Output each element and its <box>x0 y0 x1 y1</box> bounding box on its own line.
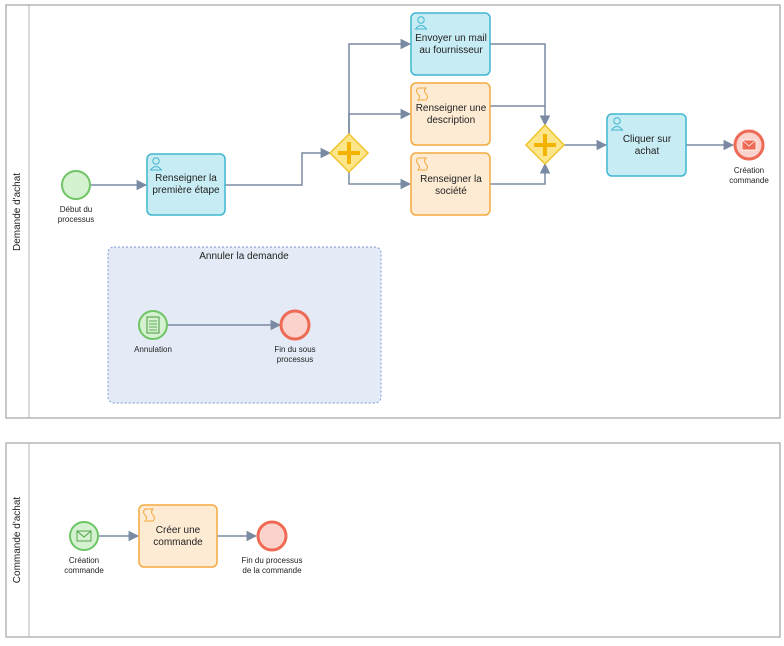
task-label-1: Envoyer un mail <box>415 33 487 44</box>
document-icon <box>146 316 160 334</box>
parallel-gateway-join[interactable] <box>524 123 566 166</box>
start-event-label-1: Début du <box>60 205 92 214</box>
task-label-1: Renseigner la <box>420 174 482 185</box>
task-label-1: Renseigner une <box>416 103 487 114</box>
task-renseigner-premiere-etape[interactable]: Renseigner la première étape <box>146 153 226 216</box>
script-task-icon <box>143 508 155 522</box>
flow-societe-to-join <box>490 162 551 185</box>
envelope-icon <box>76 530 92 542</box>
subprocess-end-label-2: processus <box>277 355 313 364</box>
pool-label-commande-achat: Commande d'achat <box>12 497 23 584</box>
task-label-2: achat <box>635 146 660 157</box>
script-task-icon <box>416 87 428 101</box>
start-event-label-2: commande <box>64 566 104 575</box>
task-renseigner-societe[interactable]: Renseigner la société <box>410 152 491 216</box>
user-task-icon <box>414 16 428 30</box>
end-event-label-2: de la commande <box>242 566 302 575</box>
subprocess-title: Annuler la demande <box>199 251 289 262</box>
subprocess-start-label: Annulation <box>134 345 172 354</box>
task-label-1: Créer une <box>156 525 201 536</box>
task-label-2: société <box>435 186 467 197</box>
task-creer-commande[interactable]: Créer une commande <box>138 504 218 568</box>
task-label-2: commande <box>153 537 203 548</box>
end-event-label-1: Création <box>734 166 764 175</box>
subprocess-start-annulation[interactable]: Annulation <box>134 310 172 354</box>
script-task-icon <box>416 157 428 171</box>
start-event-debut[interactable]: Début du processus <box>58 170 94 224</box>
task-label-1: Renseigner la <box>155 173 217 184</box>
plus-icon <box>338 142 360 164</box>
plus-icon <box>534 134 556 156</box>
flow-gateway-to-description <box>348 108 412 134</box>
task-label-2: première étape <box>152 185 220 196</box>
task-envoyer-mail[interactable]: Envoyer un mail au fournisseur <box>410 12 491 76</box>
user-task-icon <box>610 117 624 131</box>
flow-first-task-to-gateway <box>225 147 332 186</box>
end-event-creation-commande[interactable]: Création commande <box>729 129 769 185</box>
end-event-fin-processus-commande[interactable]: Fin du processus de la commande <box>242 520 303 575</box>
start-event-creation-commande[interactable]: Création commande <box>64 521 104 575</box>
start-event-label-1: Création <box>69 556 99 565</box>
subprocess-end-label-1: Fin du sous <box>274 345 315 354</box>
sequence-flows-top <box>91 38 735 331</box>
task-renseigner-description[interactable]: Renseigner une description <box>410 82 491 146</box>
flow-gateway-to-societe <box>348 172 412 190</box>
start-event-label-2: processus <box>58 215 94 224</box>
subprocess-end-event[interactable]: Fin du sous processus <box>274 309 316 364</box>
task-label-1: Cliquer sur <box>623 134 672 145</box>
task-label-2: au fournisseur <box>419 45 483 56</box>
task-label-2: description <box>427 115 475 126</box>
flow-gateway-to-mail <box>348 38 412 134</box>
pool-commande-achat[interactable]: Commande d'achat <box>5 442 781 638</box>
user-task-icon <box>149 157 163 171</box>
envelope-icon <box>741 139 757 151</box>
end-event-label-1: Fin du processus <box>242 556 303 565</box>
task-cliquer-achat[interactable]: Cliquer sur achat <box>606 113 687 177</box>
flow-mail-to-join <box>490 43 551 127</box>
pool-label-demande-achat: Demande d'achat <box>12 173 23 251</box>
end-event-label-2: commande <box>729 176 769 185</box>
parallel-gateway-split[interactable] <box>328 132 370 174</box>
